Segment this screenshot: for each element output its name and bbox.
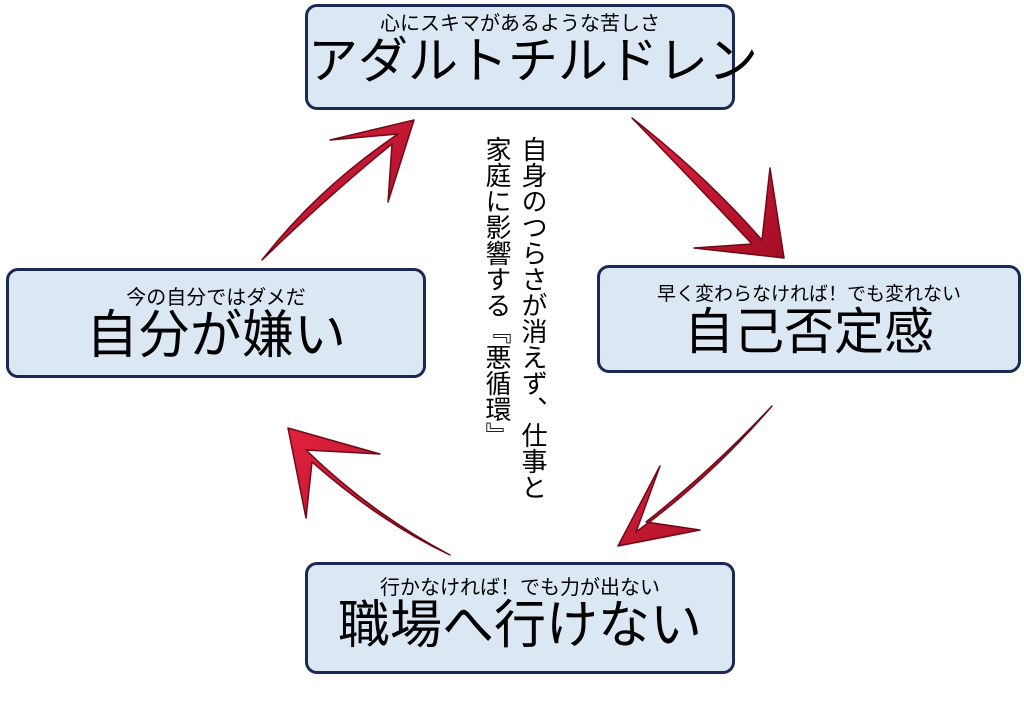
center-text-line-2: 家庭に影響する『悪循環』: [481, 136, 511, 448]
node-adult-children: 心にスキマがあるような苦しさ アダルトチルドレン: [305, 4, 758, 110]
arrow-bottom-to-left: [287, 427, 451, 556]
node-left-title: 自分が嫌い: [85, 306, 346, 366]
node-right-title: 自己否定感: [684, 303, 934, 361]
node-left-subtitle: 今の自分ではダメだ: [126, 285, 306, 309]
arrow-left-to-top: [261, 119, 415, 261]
node-cannot-go-to-work: 行かなければ！でも力が出ない 職場へ行けない: [305, 562, 735, 674]
node-bottom-subtitle: 行かなければ！でも力が出ない: [380, 575, 660, 599]
node-top-subtitle: 心にスキマがあるような苦しさ: [380, 11, 660, 35]
node-self-denial: 早く変わらなければ！でも変れない 自己否定感: [597, 265, 1021, 373]
node-right-subtitle: 早く変わらなければ！でも変れない: [656, 283, 961, 305]
arrow-right-to-bottom: [617, 405, 773, 547]
arrow-top-to-right: [631, 117, 785, 259]
center-text-line-1: 自身のつらさが消えず、仕事と: [517, 136, 547, 500]
node-top-title: アダルトチルドレン: [308, 32, 758, 90]
node-bottom-title: 職場へ行けない: [337, 596, 702, 656]
node-self-dislike: 今の自分ではダメだ 自分が嫌い: [6, 268, 426, 378]
